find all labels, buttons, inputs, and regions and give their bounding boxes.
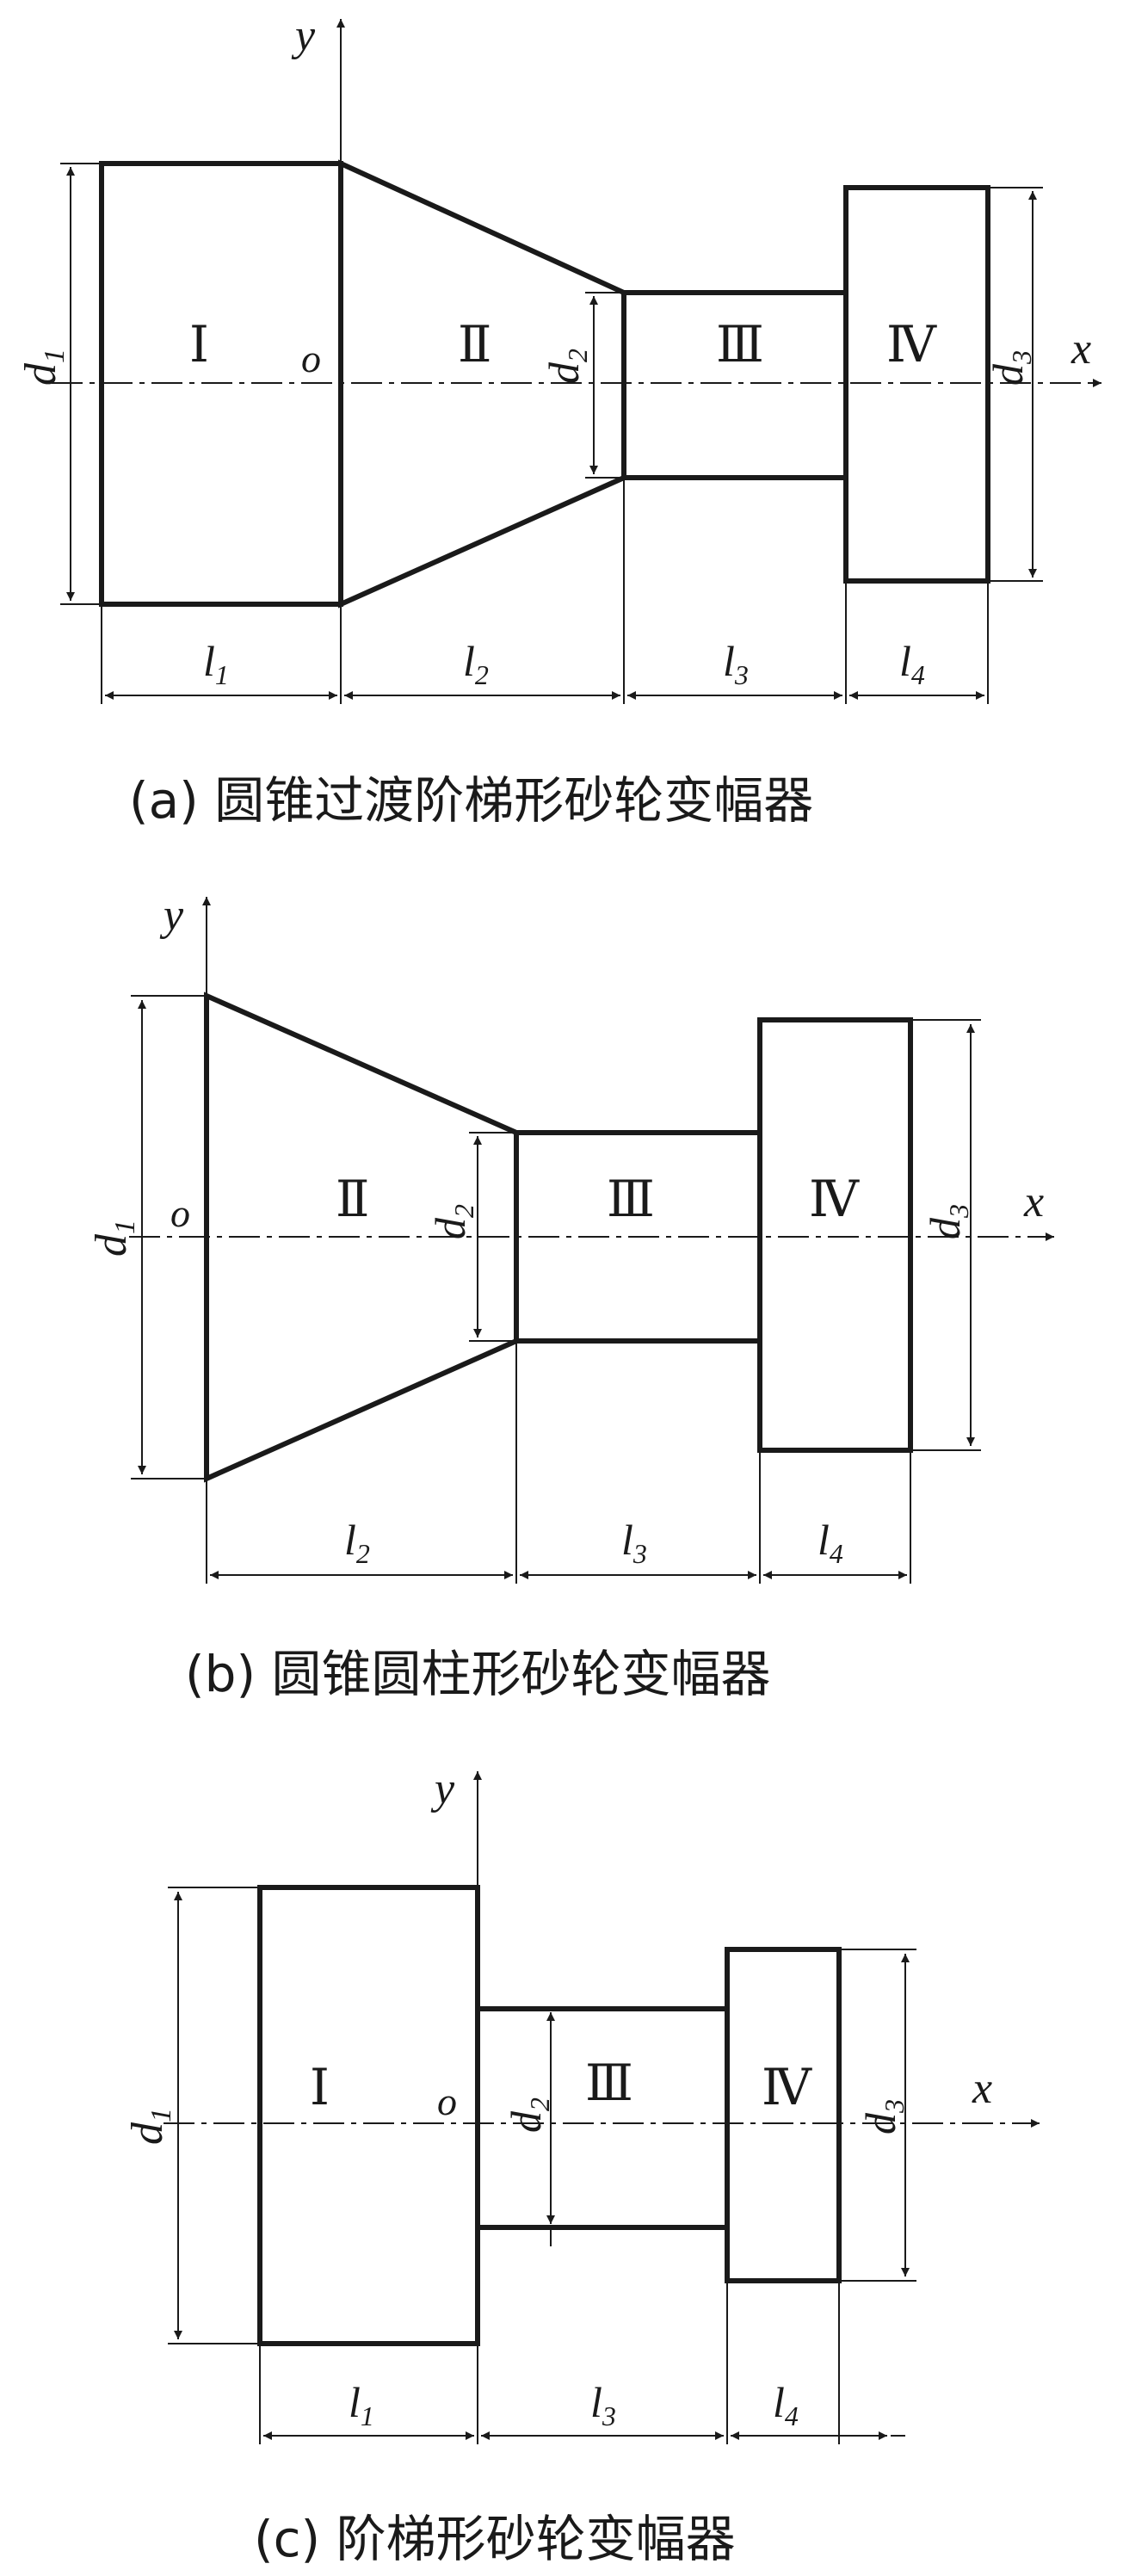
l4-label: l4: [818, 1516, 843, 1569]
d2-label: d2: [540, 349, 593, 384]
svg-text:d1: d1: [123, 2108, 177, 2145]
origin-label: o: [170, 1191, 190, 1235]
origin-label: o: [301, 337, 321, 380]
svg-text:d2: d2: [502, 2097, 555, 2133]
section-3-label: Ⅲ: [607, 1171, 655, 1227]
y-axis-label: y: [430, 1764, 455, 1813]
d3-label: d3: [984, 350, 1037, 386]
x-axis-label: x: [1023, 1177, 1044, 1226]
d1-label: d1: [87, 1220, 141, 1257]
origin-label: o: [437, 2079, 457, 2123]
x-axis-label: x: [972, 2064, 992, 2113]
l2-label: l2: [463, 637, 489, 690]
section-1-label: Ⅰ: [310, 2060, 330, 2116]
l3-label: l3: [621, 1516, 647, 1569]
d1-label: d1: [16, 349, 71, 386]
l2-label: l2: [344, 1516, 370, 1569]
d2-label: d2: [426, 1204, 479, 1239]
d1-label: d1: [123, 2108, 177, 2145]
l3-label: l3: [590, 2378, 616, 2431]
l3-label: l3: [723, 637, 749, 690]
section-2-label: Ⅱ: [336, 1171, 369, 1227]
diagram-c: y x Ⅰ o Ⅲ Ⅳ d1 d2 d3: [123, 1764, 1040, 2568]
l1-label: l1: [203, 637, 229, 690]
svg-text:d2: d2: [426, 1204, 479, 1239]
section-2-label: Ⅱ: [458, 317, 491, 373]
l4-label: l4: [899, 637, 925, 690]
l1-label: l1: [349, 2378, 374, 2431]
section-4-label: Ⅳ: [762, 2060, 812, 2116]
svg-text:d1: d1: [16, 349, 71, 386]
section-4-body: [757, 1017, 913, 1453]
section-3-label: Ⅲ: [716, 317, 764, 373]
x-axis-label: x: [1071, 324, 1091, 374]
svg-text:d1: d1: [87, 1220, 141, 1257]
section-4-label: Ⅳ: [809, 1171, 860, 1227]
caption-b: (b) 圆锥圆柱形砂轮变幅器: [185, 1645, 771, 1703]
d3-label: d3: [856, 2099, 910, 2134]
svg-text:d2: d2: [540, 349, 593, 384]
diagram-b: y x o Ⅱ Ⅲ Ⅳ d1 d2 d3: [87, 891, 1054, 1703]
section-4-body: [843, 185, 990, 584]
section-4-body: [725, 1947, 842, 2283]
diagram-a: y x Ⅰ o Ⅱ Ⅲ Ⅳ d1 d2: [16, 11, 1101, 830]
svg-text:d3: d3: [856, 2099, 910, 2134]
caption-a: (a) 圆锥过渡阶梯形砂轮变幅器: [129, 771, 813, 830]
y-axis-label: y: [291, 11, 316, 60]
l4-label: l4: [773, 2378, 799, 2431]
y-axis-label: y: [159, 891, 184, 940]
caption-c: (c) 阶梯形砂轮变幅器: [254, 2510, 736, 2568]
section-1-label: Ⅰ: [189, 317, 209, 373]
svg-text:d3: d3: [984, 350, 1037, 386]
section-3-label: Ⅲ: [585, 2055, 633, 2111]
svg-text:d3: d3: [921, 1204, 974, 1239]
d2-label: d2: [502, 2097, 555, 2133]
d3-label: d3: [921, 1204, 974, 1239]
section-4-label: Ⅳ: [886, 317, 937, 373]
